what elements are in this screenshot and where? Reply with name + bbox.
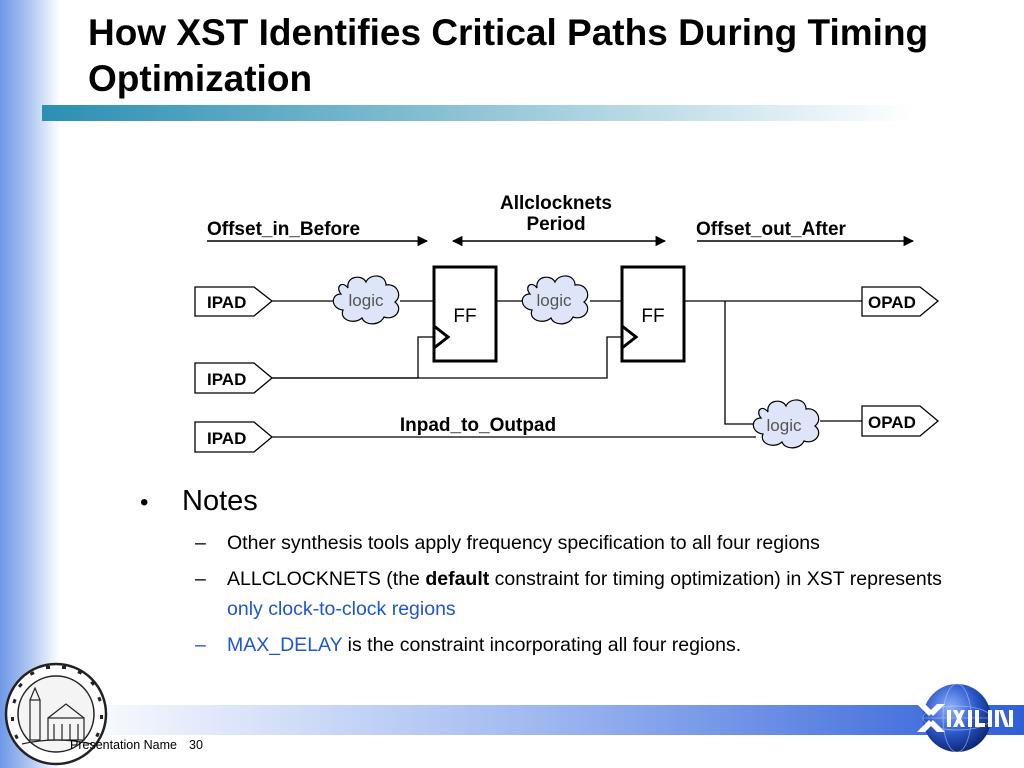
opad-2: OPAD [861,405,940,437]
note-item-3: – MAX_DELAY is the constraint incorporat… [195,630,1010,660]
offset-out-label: Offset_out_After [696,219,847,240]
opad-1: OPAD [861,286,940,317]
flip-flop-1-label: FF [453,306,476,327]
circuit-wires [272,300,862,438]
logic-cloud-2-label: logic [537,291,572,310]
ipad-2: IPAD [194,362,274,394]
left-gradient-band [0,0,60,768]
title-underline-rule [42,105,912,121]
logic-cloud-2: logic [521,275,589,325]
bottom-gradient-band [60,705,1024,735]
bullet-icon: • [140,489,149,516]
note-item-1: – Other synthesis tools apply frequency … [195,528,1010,558]
dash-icon: – [195,634,206,656]
period-label-line2: Period [526,214,585,235]
dash-icon: – [195,532,206,554]
logic-cloud-1: logic [332,275,400,325]
slide-footer: Presentation Name 30 [70,738,203,752]
dash-icon: – [195,568,206,590]
note-item-2: – ALLCLOCKNETS (the default constraint f… [195,564,1010,624]
flip-flop-1: FF [432,265,498,363]
logic-cloud-3: logic [752,399,820,449]
note-item-1-text: Other synthesis tools apply frequency sp… [227,532,820,554]
opad-2-label: OPAD [868,413,916,432]
note-item-2-blue: only clock-to-clock regions [227,598,456,620]
note-item-3-post: is the constraint incorporating all four… [342,634,742,656]
notes-heading: Notes [182,485,258,517]
note-item-2-text: ALLCLOCKNETS (the default constraint for… [227,564,1010,624]
ipad-1: IPAD [194,286,274,317]
flip-flop-2-label: FF [641,306,664,327]
note-item-3-blue: MAX_DELAY [227,634,343,656]
notes-bullet: • Notes [140,485,1010,518]
university-seal-icon [4,662,108,766]
ipad-3-label: IPAD [207,429,246,448]
opad-1-label: OPAD [868,293,916,312]
presentation-name: Presentation Name [70,738,178,752]
note-item-2-pre: ALLCLOCKNETS (the [227,568,426,590]
ipad-2-label: IPAD [207,370,246,389]
logic-cloud-3-label: logic [767,416,802,435]
period-label-line1: Allclocknets [500,193,612,214]
xilinx-logo-icon [917,683,1013,753]
inpad-to-outpad-label: Inpad_to_Outpad [400,415,556,436]
logic-cloud-1-label: logic [349,291,384,310]
page-number: 30 [189,738,203,752]
offset-in-label: Offset_in_Before [207,219,360,240]
timing-diagram: Offset_in_Before Allclocknets Period Off… [194,193,940,453]
note-item-2-post: constraint for timing optimization) in X… [489,568,942,590]
slide-title: How XST Identifies Critical Paths During… [88,12,929,99]
note-item-3-text: MAX_DELAY is the constraint incorporatin… [227,630,1010,660]
ipad-3: IPAD [194,421,274,453]
note-item-2-bold: default [425,568,490,590]
flip-flop-2: FF [620,265,686,363]
notes-section: • Notes – Other synthesis tools apply fr… [140,485,1010,666]
ipad-1-label: IPAD [207,293,246,312]
